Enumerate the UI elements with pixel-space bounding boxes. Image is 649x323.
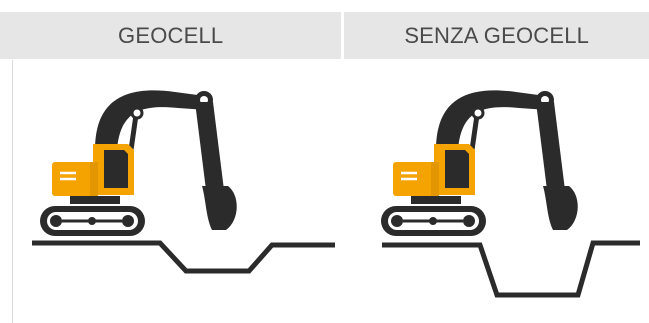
excavator-icon-left [40, 90, 237, 236]
ground-profile-senza-geocell [382, 243, 640, 295]
excavator-icon-right [381, 90, 578, 236]
ground-profile-geocell [32, 243, 335, 271]
